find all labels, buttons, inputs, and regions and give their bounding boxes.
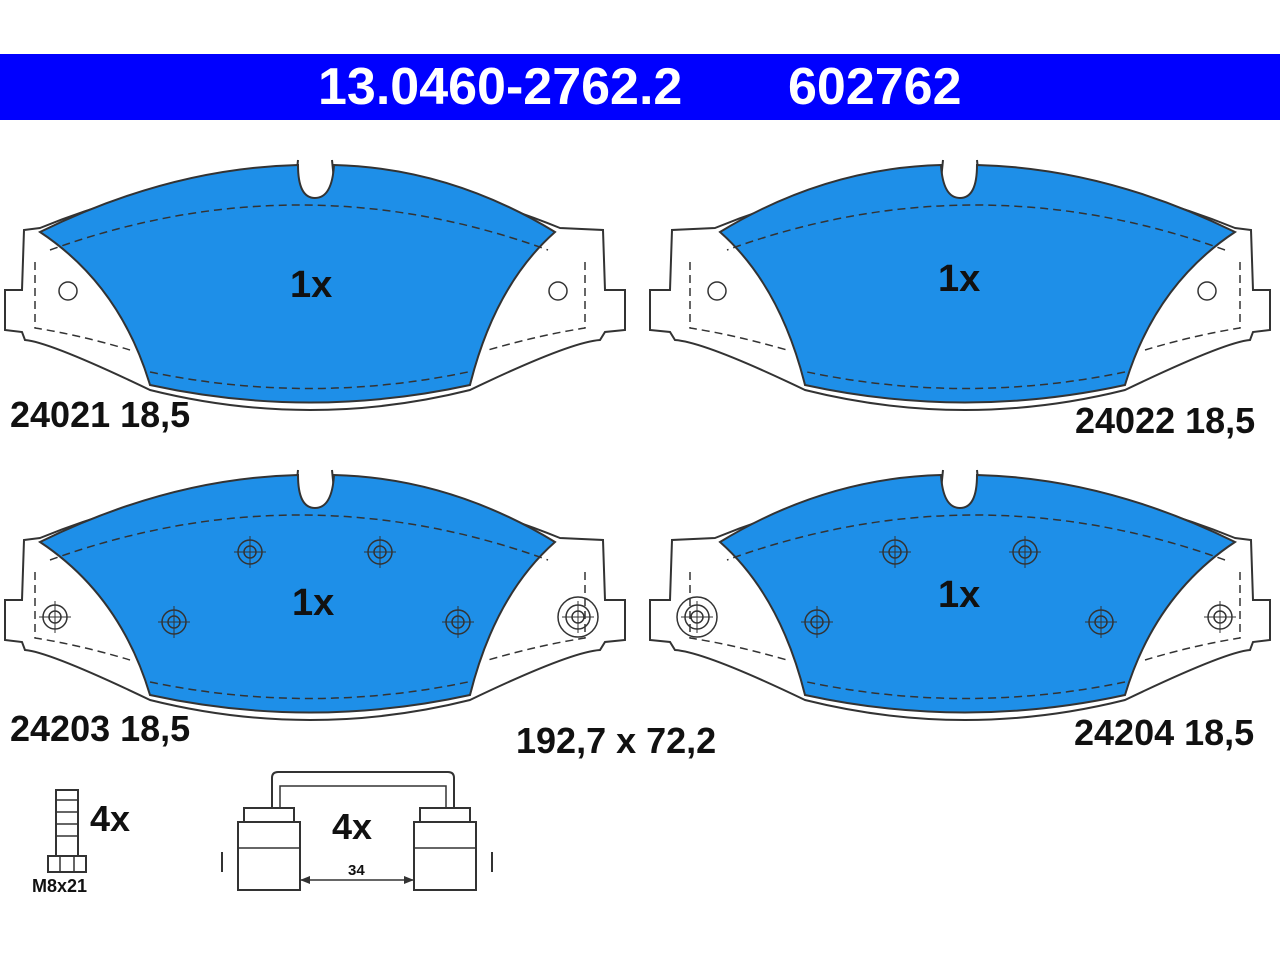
clip-dimension: 34: [348, 862, 365, 879]
pad-quantity: 1x: [292, 582, 335, 624]
bolt-icon: [47, 789, 87, 873]
pin-hole-icon: [548, 281, 568, 301]
pad-24203: [4, 469, 626, 721]
pad-label: 24204 18,5: [1074, 712, 1255, 753]
clip-icon: [221, 771, 493, 891]
pad-24204: [649, 469, 1271, 721]
part-header: 13.0460-2762.2 602762: [0, 54, 1280, 120]
pad-dimensions: 192,7 x 72,2: [516, 720, 717, 761]
clip-quantity: 4x: [332, 806, 373, 847]
pad-24022: [649, 159, 1271, 411]
pad-label: 24022 18,5: [1075, 400, 1256, 441]
pad-24021: [4, 159, 626, 411]
pad-label: 24203 18,5: [10, 708, 191, 749]
bolt-quantity: 4x: [90, 798, 131, 839]
pin-hole-icon: [58, 281, 78, 301]
part-code: 602762: [788, 58, 962, 116]
part-number: 13.0460-2762.2: [318, 58, 683, 116]
bolt-size-label: M8x21: [32, 876, 88, 896]
pad-quantity: 1x: [938, 574, 981, 616]
pad-quantity: 1x: [938, 258, 981, 300]
pad-quantity: 1x: [290, 264, 333, 306]
pad-label: 24021 18,5: [10, 394, 191, 435]
